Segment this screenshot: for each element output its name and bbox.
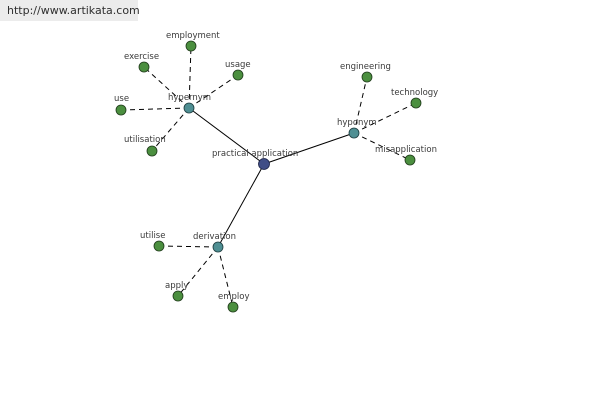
term-node[interactable] [172,290,184,302]
edge-hyponym-term [353,102,417,134]
term-label[interactable]: technology [391,88,438,98]
edge-hypernym-term [143,66,190,109]
term-label[interactable]: utilisation [124,135,166,145]
edge-hypernym-term [151,107,190,152]
edge-hypernym-term [188,74,239,109]
relation-node-derivation[interactable] [212,241,224,253]
term-node[interactable] [361,71,373,83]
term-node[interactable] [115,104,127,116]
relation-label-derivation[interactable]: derivation [193,232,236,242]
edge-hypernym-term [188,45,192,109]
edge-derivation-term [177,246,219,297]
term-label[interactable]: engineering [340,62,391,72]
edge-hypernym-term [120,107,190,111]
node-layer [115,40,422,313]
url-banner: http://www.artikata.com [0,0,140,21]
edge-hyponym-term [353,76,368,134]
edge-derivation-term [217,246,234,308]
term-node[interactable] [232,69,244,81]
term-node[interactable] [185,40,197,52]
site-url[interactable]: http://www.artikata.com [7,4,140,17]
term-node[interactable] [227,301,239,313]
relation-node-hyponym[interactable] [348,127,360,139]
term-node[interactable] [146,145,158,157]
term-label[interactable]: usage [225,60,251,70]
central-label[interactable]: practical application [212,149,298,159]
term-node[interactable] [404,154,416,166]
term-label[interactable]: utilise [140,231,165,241]
central-node[interactable] [258,158,270,170]
term-label[interactable]: employment [166,31,220,41]
label-layer: employment exercise usage use utilisation eng… [114,31,438,302]
edge-center-hyponym [263,132,355,165]
relation-label-hyponym[interactable]: hyponym [337,118,377,128]
term-node[interactable] [138,61,150,73]
edge-layer [120,45,417,308]
term-label[interactable]: misapplication [375,145,437,155]
term-node[interactable] [153,240,165,252]
edge-center-derivation [217,163,265,248]
relation-node-hypernym[interactable] [183,102,195,114]
term-label[interactable]: use [114,94,129,104]
term-node[interactable] [410,97,422,109]
edge-center-hypernym [188,107,265,165]
term-label[interactable]: apply [165,281,188,291]
term-label[interactable]: exercise [124,52,159,62]
edge-hyponym-term [353,132,411,161]
edge-derivation-term [158,245,219,248]
relation-label-hypernym[interactable]: hypernym [168,93,211,103]
term-label[interactable]: employ [218,292,250,302]
